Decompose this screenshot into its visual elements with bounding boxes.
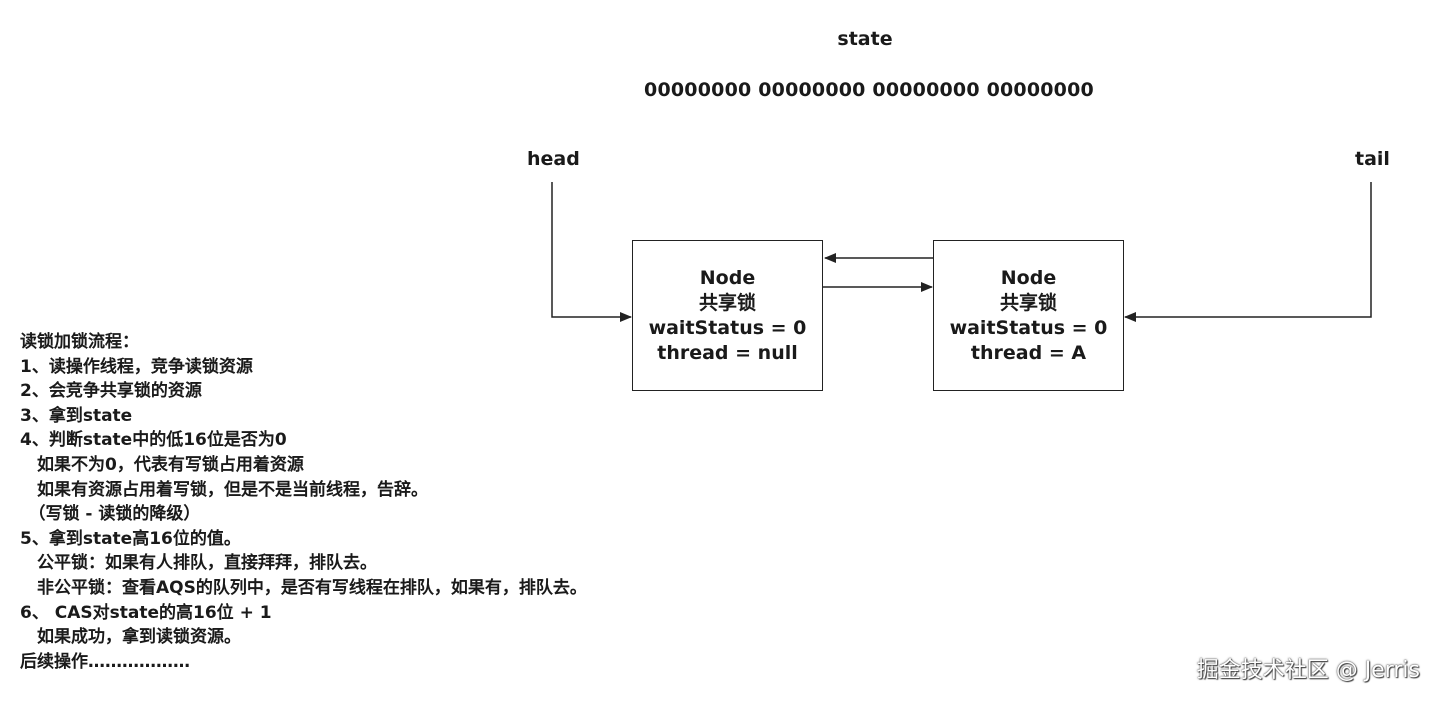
step-line: 3、拿到state [20, 405, 133, 426]
node-title: Node [699, 266, 756, 289]
queue-node-head: Node 共享锁 waitStatus = 0 thread = null [632, 240, 823, 391]
steps-title: 读锁加锁流程： [20, 332, 139, 352]
queue-node-tail: Node 共享锁 waitStatus = 0 thread = A [933, 240, 1124, 391]
read-lock-steps: 读锁加锁流程： 1、读操作线程，竞争读锁资源 2、会竞争共享锁的资源 3、拿到s… [20, 330, 587, 674]
node-title: Node [1000, 266, 1057, 289]
head-pointer-arrow [551, 182, 632, 322]
watermark: 掘金技术社区 @ Jerris [1196, 658, 1420, 683]
step-line: 公平锁：如果有人排队，直接拜拜，排队去。 [20, 553, 377, 574]
step-line: 5、拿到state高16位的值。 [20, 528, 241, 549]
head-label: head [527, 148, 580, 170]
node-mode: 共享锁 [999, 291, 1057, 314]
node-wait-status: waitStatus = 0 [949, 316, 1108, 339]
node-mode: 共享锁 [698, 291, 756, 314]
step-line: 如果成功，拿到读锁资源。 [20, 627, 241, 648]
node-thread: thread = null [657, 341, 798, 364]
tail-pointer-arrow [1124, 182, 1372, 322]
step-line: 6、 CAS对state的高16位 + 1 [20, 602, 272, 623]
step-line: 如果不为0，代表有写锁占用着资源 [20, 454, 304, 475]
tail-label: tail [1355, 148, 1390, 170]
state-bits: 00000000 00000000 00000000 00000000 [644, 79, 1094, 101]
step-line: 1、读操作线程，竞争读锁资源 [20, 356, 253, 377]
node-wait-status: waitStatus = 0 [648, 316, 807, 339]
node-thread: thread = A [970, 341, 1087, 364]
step-line: 2、会竞争共享锁的资源 [20, 381, 202, 402]
step-line: （写锁 - 读锁的降级） [20, 504, 201, 525]
step-line: 4、判断state中的低16位是否为0 [20, 430, 287, 451]
step-line: 非公平锁：查看AQS的队列中，是否有写线程在排队，如果有，排队去。 [20, 577, 587, 598]
step-line: 后续操作……………… [20, 651, 190, 672]
step-line: 如果有资源占用着写锁，但是不是当前线程，告辞。 [20, 479, 428, 500]
state-label: state [837, 28, 893, 50]
